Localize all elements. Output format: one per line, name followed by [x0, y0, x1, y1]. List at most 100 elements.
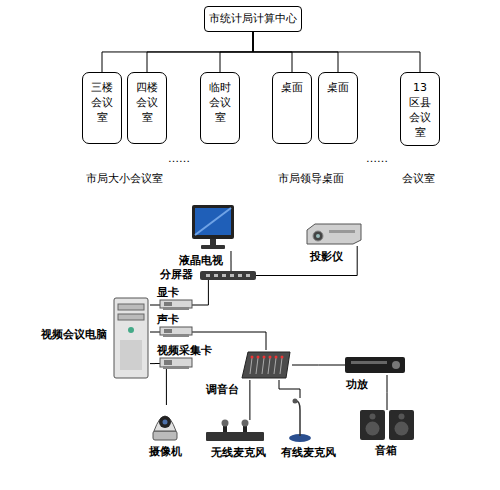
icon-part [329, 230, 355, 233]
room-box: 三楼会议室 [82, 72, 122, 144]
desktop-box: 桌面 [318, 72, 358, 144]
box-text: 四楼会议室 [135, 81, 159, 126]
icon-part [399, 414, 405, 420]
camera-icon [150, 405, 180, 441]
connector-line [150, 363, 160, 364]
icon-part [206, 274, 210, 277]
icon-part [246, 274, 250, 277]
icon-part [195, 208, 231, 235]
conference-pc: 视频会议电脑 [112, 298, 150, 378]
mixer: 调音台 [240, 350, 292, 380]
icon-part [163, 307, 189, 310]
icon-part [293, 399, 298, 404]
box-text: 桌面 [326, 81, 350, 96]
device-label: 音箱 [374, 444, 398, 457]
icon-part [392, 361, 400, 369]
icon-part [159, 416, 171, 428]
icon-part [316, 234, 320, 238]
icon-part [200, 271, 256, 280]
icon-part [160, 300, 192, 308]
icon-part [214, 274, 218, 277]
box-text: 临时会议室 [208, 81, 232, 126]
box-text: 桌面 [280, 81, 304, 96]
connector-line [150, 305, 160, 306]
center-box: 市统计局计算中心 [204, 6, 302, 32]
connector-line [292, 365, 345, 366]
icon-part [281, 356, 284, 359]
box-text: 三楼会议室 [90, 81, 114, 126]
icon-part [163, 420, 168, 425]
splitter: 分屏器 [200, 271, 256, 280]
projector-icon [305, 222, 363, 246]
icon-part [262, 358, 264, 374]
room-box: 13区县会议室 [400, 72, 440, 146]
graphics-card: 显卡 [160, 300, 192, 310]
device-label: 声卡 [156, 313, 180, 326]
device-label: 分屏器 [159, 268, 194, 281]
amplifier: 功放 [345, 355, 405, 375]
wired-mic-icon [288, 398, 312, 442]
device-label: 有线麦克风 [280, 446, 337, 459]
device-label: 视频采集卡 [156, 344, 213, 357]
group-label: 市局领导桌面 [278, 172, 344, 185]
icon-part [263, 356, 266, 359]
icon-part [153, 431, 177, 440]
projector: 投影仪 [305, 222, 363, 246]
icon-part [201, 245, 225, 249]
icon-part [242, 420, 249, 427]
connector-line [166, 369, 167, 405]
icon-part [370, 414, 376, 420]
box-text: 市统计局计算中心 [209, 12, 297, 27]
icon-part [275, 356, 278, 359]
group-label: 会议室 [402, 172, 435, 185]
icon-part [195, 208, 231, 235]
icon-part [118, 304, 144, 310]
device-label: 视频会议电脑 [40, 328, 108, 341]
icon-part [257, 356, 260, 359]
icon-part [192, 205, 234, 239]
connector-line [387, 375, 388, 410]
camera: 摄像机 [150, 405, 180, 441]
connector-line [102, 32, 253, 72]
device-label: 无线麦克风 [210, 446, 267, 459]
icon-part [164, 302, 172, 306]
conference-pc-icon [112, 298, 150, 378]
icon-part [313, 231, 323, 241]
icon-part [345, 357, 405, 373]
icon-part [269, 356, 272, 359]
icon-part [230, 274, 234, 277]
icon-part [296, 401, 300, 436]
icon-part [120, 340, 142, 370]
icon-part [222, 274, 226, 277]
connector-line [150, 332, 160, 333]
connector-line [256, 246, 357, 276]
group-label: 市局大小会议室 [86, 172, 163, 185]
graphics-card-icon [160, 300, 192, 310]
mixer-icon [240, 350, 292, 380]
room-box: 四楼会议室 [127, 72, 167, 144]
connector-line [192, 280, 208, 305]
icon-part [251, 356, 254, 359]
ellipsis: …… [366, 152, 388, 165]
icon-part [164, 360, 172, 365]
icon-part [238, 274, 242, 277]
device-label: 液晶电视 [178, 254, 224, 267]
sound-card-icon [160, 327, 192, 337]
connector-line [279, 380, 300, 398]
device-label: 摄像机 [148, 445, 183, 458]
wired-mic: 有线麦克风 [288, 398, 312, 442]
icon-part [164, 329, 172, 333]
box-text: 13区县会议室 [408, 81, 432, 140]
splitter-icon [200, 271, 256, 280]
lcd-tv: 液晶电视 [190, 205, 236, 251]
icon-part [274, 358, 276, 374]
icon-part [163, 366, 189, 369]
icon-part [256, 358, 258, 374]
icon-part [114, 298, 148, 378]
device-label: 显卡 [156, 286, 180, 299]
icon-part [118, 314, 144, 320]
amplifier-icon [345, 355, 405, 375]
capture-card-icon [160, 358, 192, 369]
icon-part [210, 239, 216, 245]
